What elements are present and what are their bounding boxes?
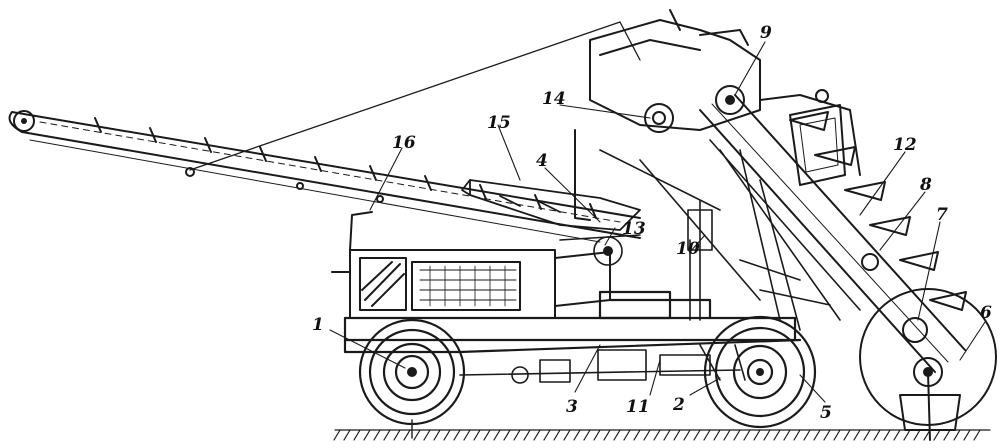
ground-line <box>333 429 991 441</box>
bucket-elevator <box>699 94 967 373</box>
support-cable <box>189 21 641 171</box>
leader-lines <box>329 41 986 403</box>
engine-housing <box>331 211 611 319</box>
callout-10: 10 <box>676 239 700 259</box>
callout-3: 3 <box>566 397 578 417</box>
elevator-head <box>574 9 761 221</box>
callout-6: 6 <box>980 303 992 323</box>
callout-13: 13 <box>622 219 646 239</box>
front-wheel <box>358 318 466 439</box>
digging-disc <box>859 288 997 441</box>
callout-16: 16 <box>392 133 416 153</box>
callout-15: 15 <box>487 113 511 133</box>
drive-shaft <box>459 344 746 384</box>
callout-1: 1 <box>312 315 324 335</box>
operator-seat <box>759 89 861 186</box>
callout-4: 4 <box>536 151 548 171</box>
callout-2: 2 <box>672 395 685 415</box>
linkage-rods <box>559 139 861 331</box>
callout-8: 8 <box>919 175 932 195</box>
callout-12: 12 <box>893 135 917 155</box>
callout-5: 5 <box>820 403 832 423</box>
discharge-conveyor <box>8 110 641 243</box>
hopper <box>461 179 641 231</box>
callout-7: 7 <box>936 205 948 225</box>
callout-labels: 1 2 3 4 5 6 7 8 9 10 11 12 13 14 15 16 <box>312 23 992 423</box>
rear-wheel <box>703 315 817 429</box>
callout-9: 9 <box>760 23 772 43</box>
callout-11: 11 <box>626 397 650 417</box>
callout-14: 14 <box>542 89 566 109</box>
